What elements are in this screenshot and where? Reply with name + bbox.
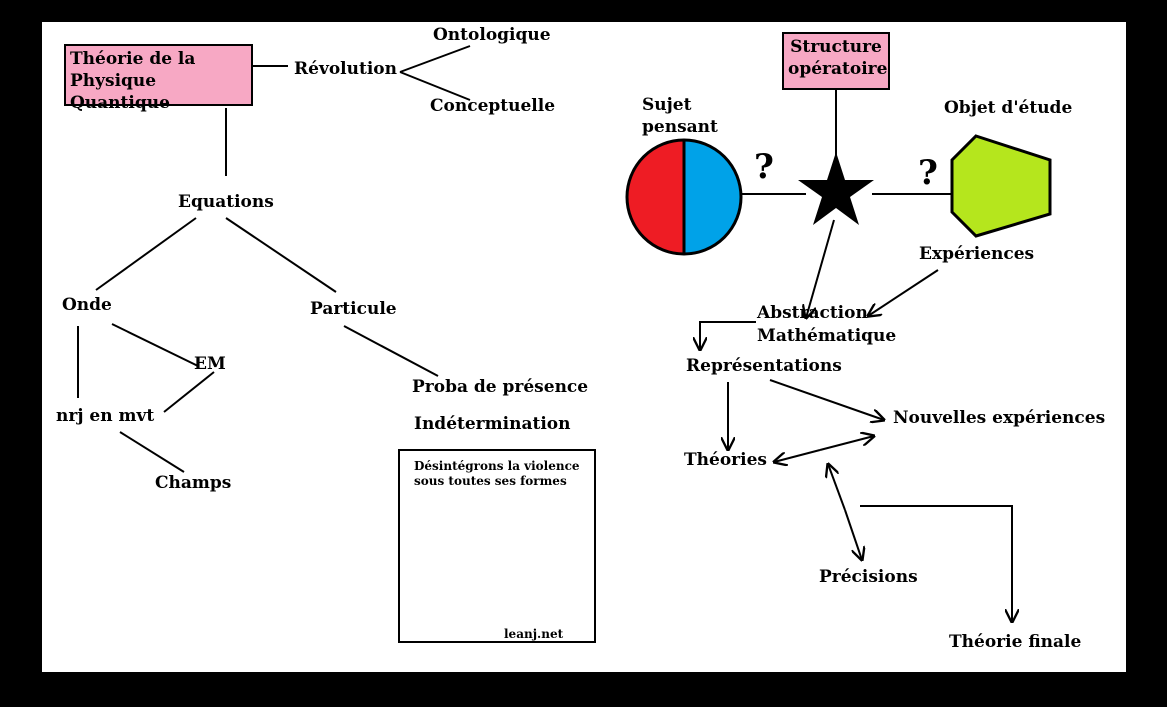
sujet-label-line-2: pensant xyxy=(642,117,718,137)
theory-box-line-1: Théorie de la xyxy=(70,49,196,69)
sujet-label-line-1: Sujet xyxy=(642,95,692,115)
onde-label: Onde xyxy=(62,295,112,315)
indetermination-label: Indétermination xyxy=(414,414,571,434)
experiences-label: Expériences xyxy=(919,244,1035,264)
logo-tagline: Désintégrons la violence sous toutes ses… xyxy=(414,459,580,489)
object-hexagon xyxy=(950,134,1052,238)
representations-label: Représentations xyxy=(686,356,842,376)
theories-label: Théories xyxy=(684,450,767,470)
left-tree-lines xyxy=(77,45,471,473)
subject-circle xyxy=(625,138,743,256)
abstraction-label-line-2: Mathématique xyxy=(757,326,897,346)
right-flow-lines xyxy=(700,90,1012,622)
question-mark-subject: ? xyxy=(754,147,774,187)
structure-box: Structure opératoire xyxy=(782,32,890,90)
sujet-label: Sujet pensant xyxy=(642,94,718,138)
structure-box-line-1: Structure xyxy=(790,37,882,57)
nouvelles-experiences-label: Nouvelles expériences xyxy=(893,408,1106,428)
proba-label: Proba de présence xyxy=(412,377,589,397)
theory-box: Théorie de la Physique Quantique xyxy=(64,44,253,113)
ontologique-label: Ontologique xyxy=(433,25,551,45)
abstraction-label: Abstraction Mathématique xyxy=(757,302,896,348)
star-icon xyxy=(798,152,874,225)
revolution-label: Révolution xyxy=(294,59,397,79)
logo-tagline-line-1: Désintégrons la violence xyxy=(414,459,580,473)
em-label: EM xyxy=(194,354,226,374)
theorie-finale-label: Théorie finale xyxy=(949,632,1082,652)
abstraction-label-line-1: Abstraction xyxy=(757,303,868,323)
theory-box-line-2: Physique Quantique xyxy=(70,71,170,113)
logo-tagline-line-2: sous toutes ses formes xyxy=(414,474,567,488)
particule-label: Particule xyxy=(310,299,397,319)
champs-label: Champs xyxy=(155,473,232,493)
logo-box: Désintégrons la violence sous toutes ses… xyxy=(398,449,596,643)
nrj-label: nrj en mvt xyxy=(56,406,155,426)
conceptuelle-label: Conceptuelle xyxy=(430,96,556,116)
logo-site: leanj.net xyxy=(504,627,564,641)
precisions-label: Précisions xyxy=(819,567,918,587)
structure-box-line-2: opératoire xyxy=(788,59,888,79)
equations-label: Equations xyxy=(178,192,274,212)
question-mark-object: ? xyxy=(918,153,938,193)
objet-label: Objet d'étude xyxy=(944,98,1073,118)
